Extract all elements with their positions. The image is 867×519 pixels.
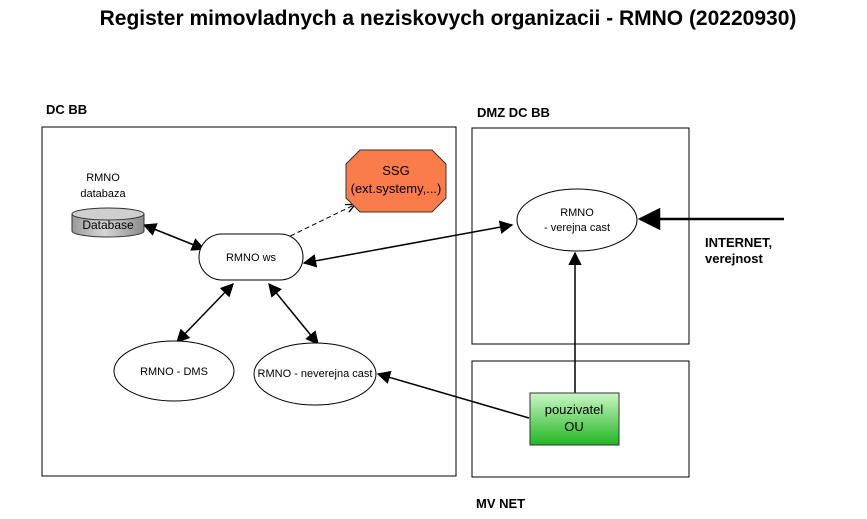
ws-label: RMNO ws	[226, 252, 277, 264]
neverejna-label: RMNO - neverejna cast	[258, 368, 373, 380]
zone-mv-net	[471, 360, 690, 478]
ssg-label-line2: (ext.systemy,...)	[351, 181, 442, 196]
zone-label-dmz-dc-bb: DMZ DC BB	[477, 105, 550, 120]
user-label-line2: OU	[564, 419, 584, 434]
connector-ws-neverejna	[268, 282, 319, 346]
zone-label-dc-bb: DC BB	[46, 102, 87, 117]
connector-ws-verejna	[302, 220, 514, 268]
ssg-octagon	[345, 149, 447, 213]
ssg-label-line1: SSG	[382, 163, 409, 178]
user-box	[529, 392, 620, 446]
verejna-label-line2: - verejna cast	[544, 222, 610, 234]
database-label-line1: RMNO	[86, 172, 120, 184]
connector-user-neverejna	[376, 370, 530, 419]
internet-label-line2: verejnost	[705, 251, 763, 266]
verejna-shape	[516, 188, 638, 252]
diagram-title: Register mimovladnych a neziskovych orga…	[100, 7, 797, 30]
dms-node: RMNO - DMS	[113, 340, 235, 402]
zone-label-mv-net: MV NET	[476, 496, 525, 511]
user-label-line1: pouzivatel	[545, 402, 604, 417]
user-node: pouzivatel OU	[529, 392, 620, 446]
neverejna-shape	[253, 342, 377, 406]
database-cylinder-text: Database	[82, 218, 134, 232]
verejna-node: RMNO - verejna cast	[516, 188, 638, 252]
database-icon: Database	[71, 207, 145, 238]
zone-dc-bb	[41, 126, 457, 477]
dms-shape	[113, 340, 235, 402]
neverejna-node: RMNO - neverejna cast	[253, 342, 377, 406]
database-label-line2: databaza	[80, 188, 126, 200]
connector-ws-dms	[176, 283, 234, 343]
ssg-node: SSG (ext.systemy,...)	[345, 149, 447, 213]
ws-node: RMNO ws	[198, 233, 304, 281]
verejna-label-line1: RMNO	[560, 207, 594, 219]
dms-label: RMNO - DMS	[140, 366, 208, 378]
internet-label-line1: INTERNET,	[705, 235, 772, 250]
ws-shape	[198, 233, 304, 281]
connector-db-ws	[142, 223, 206, 251]
